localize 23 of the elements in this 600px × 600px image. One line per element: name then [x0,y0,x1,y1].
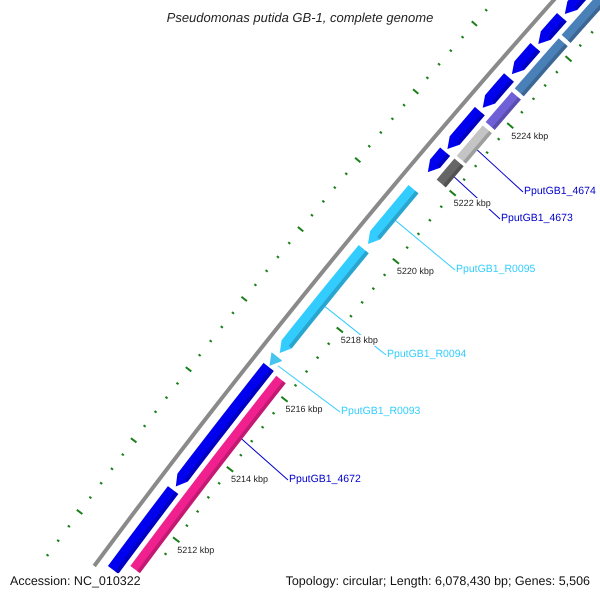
gene-feature [436,158,464,188]
map-title: Pseudomonas putida GB-1, complete genome [166,10,434,26]
gene-label: PputGB1_4674 [524,185,596,198]
gene-label: PputGB1_R0095 [456,263,536,276]
gene-feature [368,185,418,244]
scale-label: 5218 kbp [340,334,378,346]
gene-label: PputGB1_4672 [289,473,361,486]
scale-label: 5212 kbp [177,544,214,556]
scale-label: 5220 kbp [396,266,434,278]
leader-line [277,365,340,412]
gene-label: PputGB1_4673 [501,212,573,225]
genome-info-text: Topology: circular; Length: 6,078,430 bp; Genes: 5,506 [284,573,592,590]
gene-label: PputGB1_R0094 [387,348,466,361]
scale-label: 5214 kbp [230,474,268,486]
scale-label: 5224 kbp [511,130,548,142]
leader-line [241,438,288,480]
gene-label: PputGB1_R0093 [341,405,420,418]
scale-label: 5216 kbp [286,404,323,416]
accession-text: Accession: NC_010322 [8,573,143,590]
gene-feature [456,125,492,164]
gene-feature [269,352,282,366]
scale-label: 5222 kbp [454,198,491,209]
leader-line [395,220,456,270]
